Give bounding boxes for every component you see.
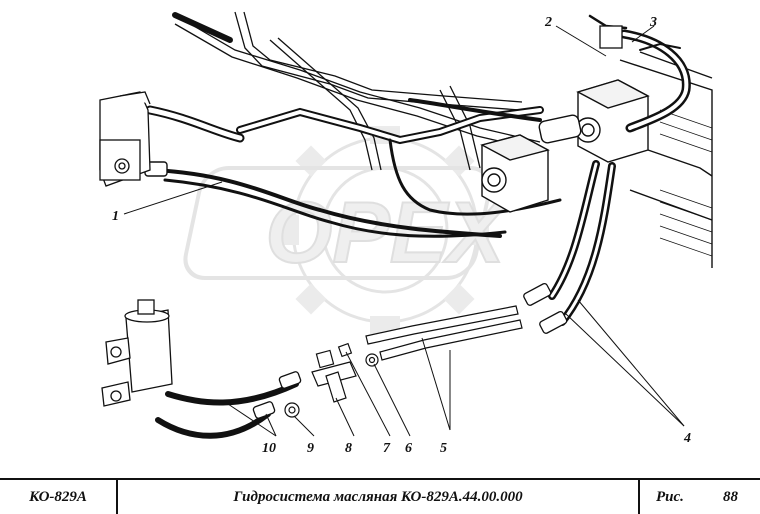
watermark-frame xyxy=(183,166,492,280)
valve-blocks xyxy=(480,79,650,213)
parts-6-7 xyxy=(337,342,379,367)
tubes-5 xyxy=(365,305,523,361)
callout-3: 3 xyxy=(649,15,657,30)
tee-8 xyxy=(311,349,357,403)
left-cylinder-block xyxy=(99,91,151,187)
callout-9: 9 xyxy=(307,441,314,456)
callout-2: 2 xyxy=(544,15,552,30)
model-cell: КО-829А xyxy=(0,480,118,514)
opex-watermark: OPEX xyxy=(183,126,510,334)
figure-cell: Рис. 88 xyxy=(640,480,760,514)
part-9 xyxy=(284,402,300,418)
figure-number: 88 xyxy=(723,488,738,505)
right-frame xyxy=(619,51,713,268)
lower-cylinder xyxy=(101,299,173,407)
leader-lines xyxy=(123,25,685,437)
drawing-title: Гидросистема масляная КО-829А.44.00.000 xyxy=(233,488,523,505)
hose-3 xyxy=(588,14,691,133)
callout-6: 6 xyxy=(405,441,412,456)
callout-4: 4 xyxy=(683,431,691,446)
hydraulic-system-drawing: OPEX xyxy=(99,11,713,456)
hoses-10 xyxy=(155,371,302,439)
upper-hoses xyxy=(145,12,544,145)
model-label: КО-829А xyxy=(29,488,87,505)
title-cell: Гидросистема масляная КО-829А.44.00.000 xyxy=(118,480,640,514)
hoses-4 xyxy=(523,160,616,334)
callout-1: 1 xyxy=(112,209,119,224)
title-block: КО-829А Гидросистема масляная КО-829А.44… xyxy=(0,478,760,514)
callout-7: 7 xyxy=(383,441,391,456)
figure-label: Рис. xyxy=(656,488,684,505)
callout-10: 10 xyxy=(262,441,276,456)
callout-8: 8 xyxy=(345,441,352,456)
callout-5: 5 xyxy=(440,441,447,456)
